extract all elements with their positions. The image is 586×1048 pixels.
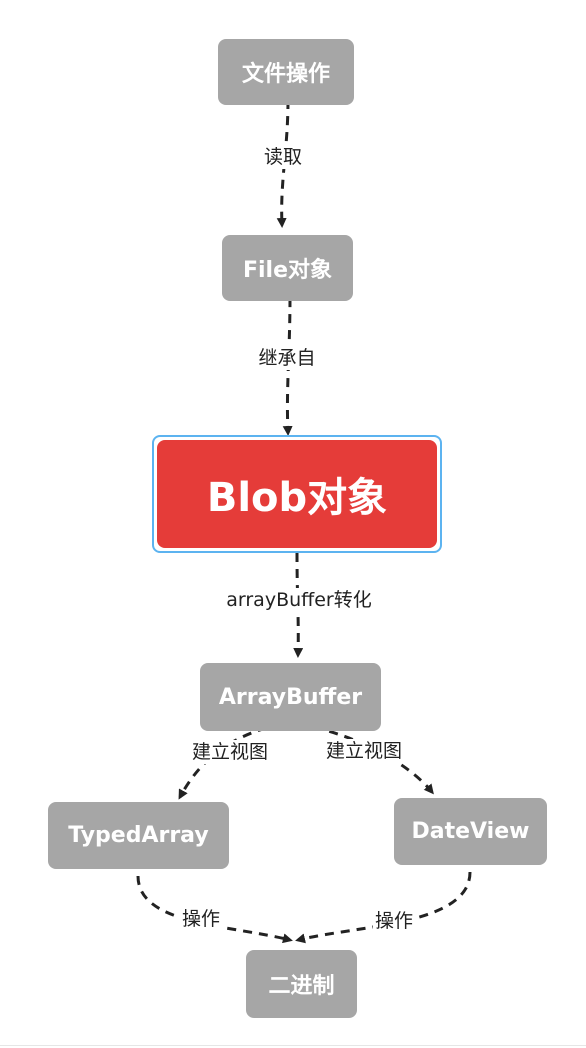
edge-label-arraybuffer-convert: arrayBuffer转化 [224,588,374,612]
bottom-divider [0,1045,586,1046]
node-blob-selection-outline [152,435,442,553]
edge-label-create-view-left: 建立视图 [189,740,271,764]
node-file-operations[interactable]: 文件操作 [218,39,354,105]
edge-label-inherits-from: 继承自 [256,346,318,370]
edge-label-operate-right: 操作 [372,909,416,933]
node-binary[interactable]: 二进制 [246,950,357,1018]
edge-label-read: 读取 [261,145,305,169]
edge-operate-left-arrow [136,875,293,944]
node-file-object[interactable]: File对象 [222,235,353,301]
edge-label-operate-left: 操作 [179,907,223,931]
node-dateview[interactable]: DateView [394,798,547,865]
node-typedarray[interactable]: TypedArray [48,802,229,869]
node-arraybuffer[interactable]: ArrayBuffer [200,663,381,731]
node-blob-object[interactable]: Blob对象 [157,440,437,548]
edge-label-create-view-right: 建立视图 [323,739,405,763]
